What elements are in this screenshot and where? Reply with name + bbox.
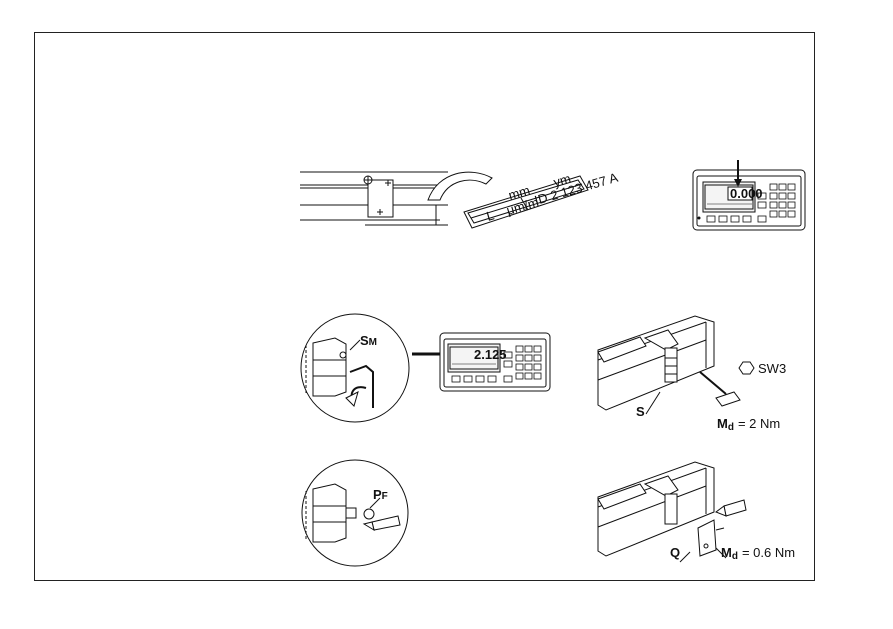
page-frame bbox=[34, 32, 815, 581]
fig1-label-id: ID 2 123 457 A bbox=[533, 170, 620, 208]
fig2-display-unit bbox=[439, 332, 551, 392]
fig2-detail-circle bbox=[300, 313, 410, 423]
fig1-arrow-curved bbox=[427, 171, 493, 201]
fig3-wrench-size: SW3 bbox=[758, 361, 786, 376]
fig1-keypad bbox=[706, 183, 796, 223]
fig2-screw-label: SM bbox=[360, 333, 377, 348]
fig5-part-label: Q bbox=[670, 545, 680, 560]
fig3-housing bbox=[597, 315, 741, 415]
fig5-housing bbox=[597, 461, 747, 563]
fig1-scale-housing bbox=[300, 171, 448, 226]
fig3-torque: Md= 2 Nm bbox=[717, 416, 780, 433]
hex-key-icon bbox=[738, 361, 755, 375]
fig1-display-value: 0.000 bbox=[730, 186, 763, 201]
fig4-detail-circle bbox=[301, 459, 409, 567]
fig4-label: PF bbox=[373, 487, 388, 502]
fig3-part-label: S bbox=[636, 404, 645, 419]
fig5-torque: Md= 0.6 Nm bbox=[721, 545, 795, 562]
fig2-display-value: 2.125 bbox=[474, 347, 507, 362]
fig1-label-mm: mm bbox=[507, 182, 532, 202]
fig2-keypad bbox=[451, 345, 542, 383]
fig1-label-ym: ym bbox=[552, 171, 573, 190]
fig1-display-unit bbox=[692, 160, 806, 231]
fig1-label-l: L bbox=[485, 207, 496, 223]
